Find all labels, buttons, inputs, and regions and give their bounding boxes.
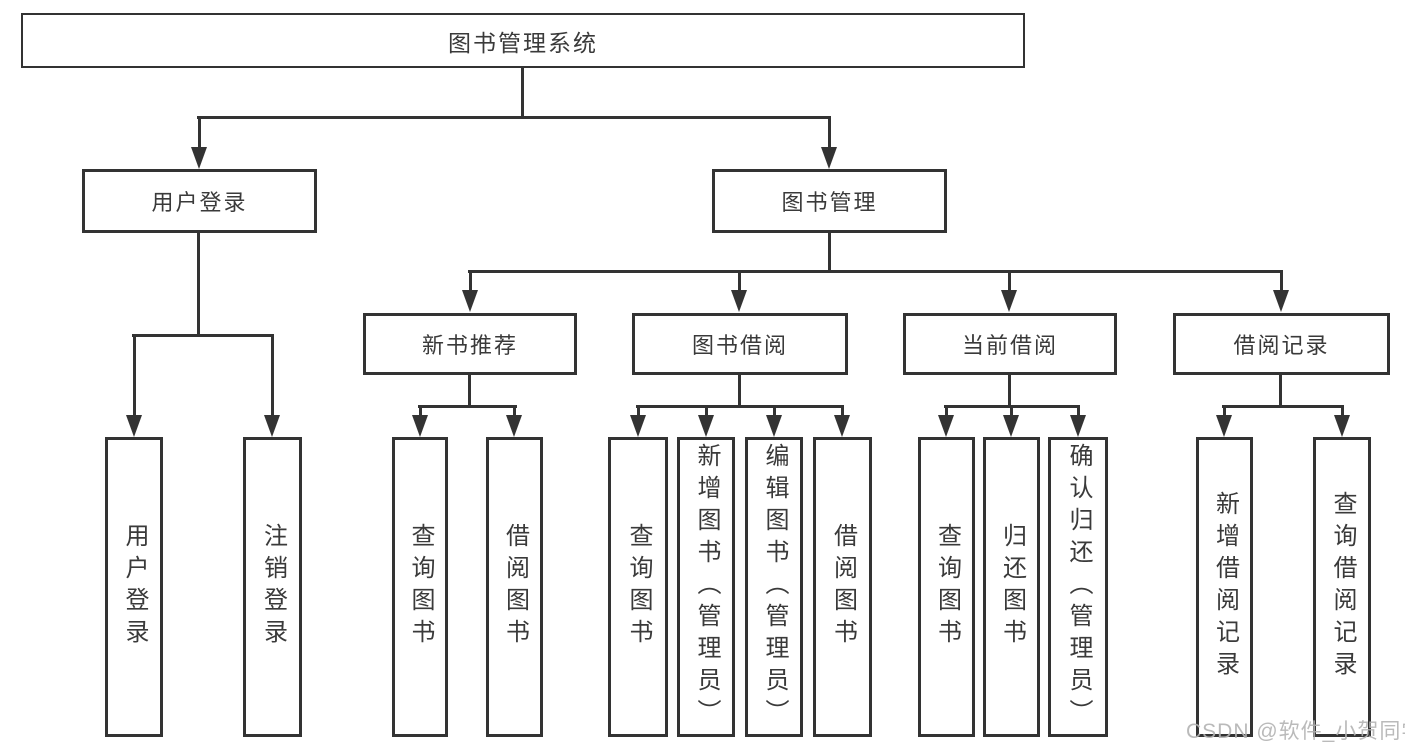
connector-arrowhead — [1070, 405, 1086, 437]
node-edit-book-admin: 编辑图书（管理员） — [745, 437, 803, 737]
connector-current-stem — [1008, 375, 1011, 407]
csdn-watermark: CSDN @软件_小贺同学 — [1186, 720, 1405, 743]
connector-user-login-bus — [132, 334, 274, 337]
connector-arrowhead — [264, 334, 280, 437]
node-borrow-books-recommend: 借阅图书 — [486, 437, 543, 737]
connector-root-bus — [197, 116, 831, 119]
node-library-system: 图书管理系统 — [21, 13, 1025, 68]
node-query-books-recommend: 查询图书 — [392, 437, 448, 737]
connector-arrowhead — [938, 405, 954, 437]
node-confirm-return-admin: 确认归还（管理员） — [1048, 437, 1108, 737]
connector-book-mgmt-stem — [828, 233, 831, 272]
node-book-borrowing: 图书借阅 — [632, 313, 848, 375]
connector-arrowhead — [191, 116, 207, 169]
node-query-books-borrowing: 查询图书 — [608, 437, 668, 737]
node-current-borrowing: 当前借阅 — [903, 313, 1117, 375]
connector-arrowhead — [1216, 405, 1232, 437]
node-borrow-books-leaf: 借阅图书 — [813, 437, 872, 737]
connector-arrowhead — [731, 270, 747, 312]
connector-book-mgmt-bus — [468, 270, 1282, 273]
connector-arrowhead — [462, 270, 478, 312]
connector-arrowhead — [821, 116, 837, 169]
node-new-book-recommend: 新书推荐 — [363, 313, 577, 375]
connector-arrowhead — [126, 334, 142, 437]
connector-arrowhead — [1001, 270, 1017, 312]
connector-borrowing-bus — [636, 405, 844, 408]
node-query-books-current: 查询图书 — [918, 437, 975, 737]
node-query-borrow-record: 查询借阅记录 — [1313, 437, 1371, 737]
connector-records-stem — [1279, 375, 1282, 407]
connector-arrowhead — [630, 405, 646, 437]
connector-recommend-stem — [468, 375, 471, 407]
node-user-login-branch: 用户登录 — [82, 169, 317, 233]
node-logout: 注销登录 — [243, 437, 302, 737]
connector-arrowhead — [1273, 270, 1289, 312]
node-add-borrow-record: 新增借阅记录 — [1196, 437, 1253, 737]
connector-arrowhead — [1334, 405, 1350, 437]
connector-arrowhead — [1003, 405, 1019, 437]
connector-borrowing-stem — [738, 375, 741, 407]
connector-recommend-bus — [418, 405, 517, 408]
connector-arrowhead — [506, 405, 522, 437]
node-add-book-admin: 新增图书（管理员） — [677, 437, 735, 737]
connector-arrowhead — [412, 405, 428, 437]
node-book-management: 图书管理 — [712, 169, 947, 233]
node-borrow-records: 借阅记录 — [1173, 313, 1390, 375]
connector-root-stem — [521, 68, 524, 118]
connector-arrowhead — [698, 405, 714, 437]
connector-records-bus — [1222, 405, 1344, 408]
connector-arrowhead — [766, 405, 782, 437]
node-user-login-leaf: 用户登录 — [105, 437, 163, 737]
connector-user-login-stem — [197, 233, 200, 337]
node-return-books: 归还图书 — [983, 437, 1040, 737]
connector-arrowhead — [834, 405, 850, 437]
